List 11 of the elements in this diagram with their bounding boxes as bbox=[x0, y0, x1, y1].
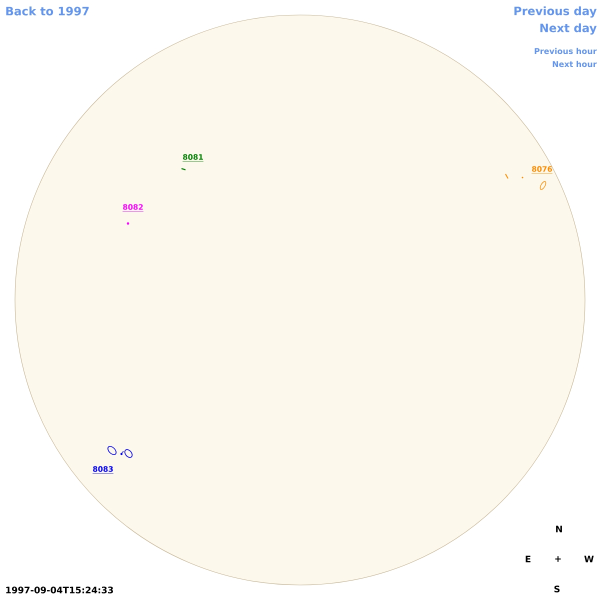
timestamp: 1997-09-04T15:24:33 bbox=[6, 586, 113, 594]
compass-letter: S bbox=[554, 586, 560, 592]
compass-letter: W bbox=[584, 556, 594, 562]
compass-letter: E bbox=[526, 556, 530, 562]
link-text: Next hour bbox=[552, 60, 597, 68]
link-text: Next day bbox=[540, 23, 597, 35]
link-text: Previous hour bbox=[534, 48, 597, 54]
compass-center: + bbox=[555, 556, 561, 562]
link-text: Back to 1997 bbox=[6, 6, 89, 16]
link-text: Previous day bbox=[514, 6, 597, 18]
compass-letter: N bbox=[556, 526, 562, 532]
